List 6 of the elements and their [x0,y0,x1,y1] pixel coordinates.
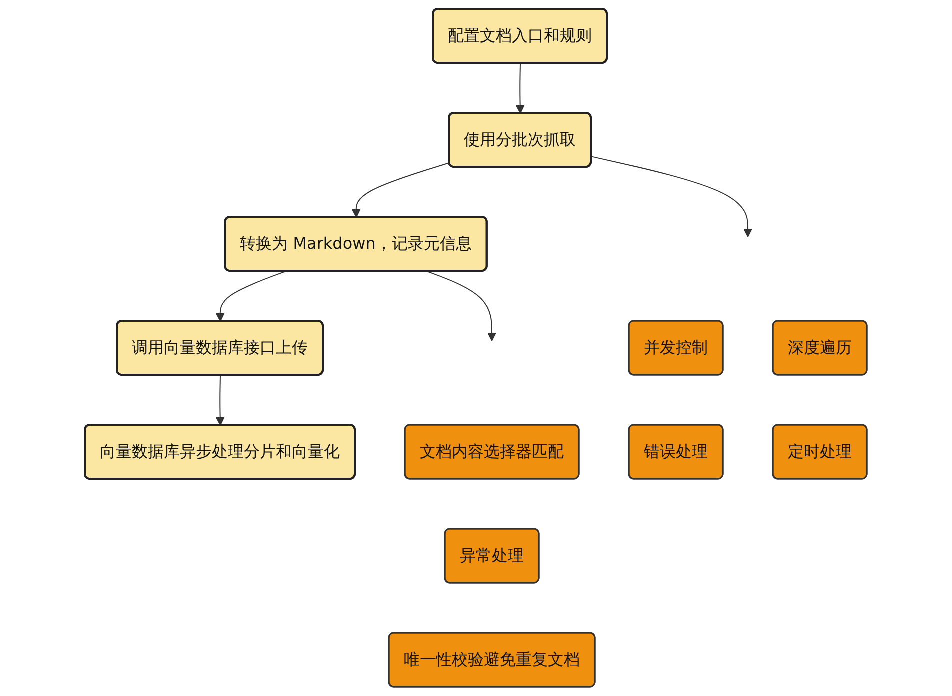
arrow [591,156,752,238]
arrow [216,375,225,426]
arrow [516,63,525,114]
arrow [216,271,286,322]
arrow [352,162,450,218]
arrow [426,271,496,342]
